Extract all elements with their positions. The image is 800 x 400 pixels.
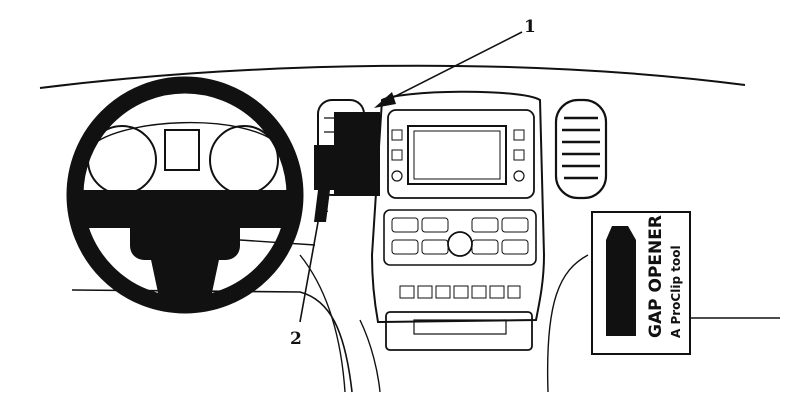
gap-opener-title: GAP OPENER [646, 215, 666, 338]
storage-tray-slot [413, 319, 507, 335]
infotainment-screen [407, 125, 507, 185]
gap-opener-tool [606, 226, 636, 336]
dashboard-top-line [39, 64, 746, 89]
callout-1: 1 [374, 17, 536, 108]
right-vent-frame [554, 98, 608, 200]
radio-right-button [513, 149, 525, 161]
center-stack [370, 90, 546, 351]
radio-right-button [513, 129, 525, 141]
radio-left-knob [391, 170, 403, 182]
gap-opener-inset: GAP OPENER A ProClip tool [591, 211, 691, 355]
callout-1-label: 1 [524, 17, 536, 37]
wheel-rim [66, 76, 304, 314]
callout-1-arrowhead [374, 92, 396, 108]
climate-panel [383, 209, 537, 266]
climate-knob [447, 231, 473, 257]
radio-left-button [391, 129, 403, 141]
center-display [164, 129, 200, 171]
callout-1-leader [379, 31, 523, 105]
screen-inner [413, 130, 501, 180]
callout-2: 2 [290, 194, 328, 349]
mounting-bracket [314, 112, 380, 222]
console-right-contour [546, 254, 589, 393]
radio-right-knob [513, 170, 525, 182]
knee-contour [299, 254, 346, 393]
callout-2-label: 2 [290, 329, 302, 349]
horn-pad [147, 218, 223, 246]
bracket-arm [314, 145, 336, 190]
bracket-plate [334, 112, 380, 196]
storage-tray [385, 311, 533, 351]
switch-row [399, 285, 521, 299]
center-stack-outline [370, 90, 546, 324]
steering-column-line [239, 239, 316, 246]
instrument-cluster [87, 121, 283, 195]
cluster-hood [87, 121, 283, 151]
steering-wheel [66, 76, 316, 314]
console-left-contour [359, 319, 381, 393]
radio-bezel [387, 109, 535, 199]
callout-2-leader [299, 199, 323, 323]
callout-2-arrowhead [316, 194, 328, 212]
right-air-vent [554, 98, 608, 200]
wheel-lower-spoke [150, 255, 220, 302]
gap-opener-subtitle: A ProClip tool [669, 245, 683, 338]
radio-left-button [391, 149, 403, 161]
